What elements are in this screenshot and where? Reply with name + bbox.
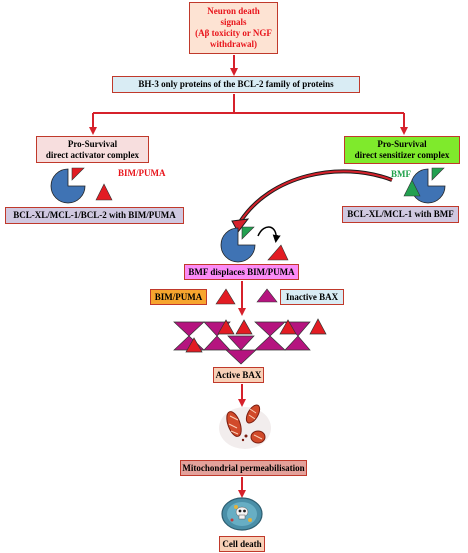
right-bound-complex-box: BCL-XL/MCL-1 with BMF	[342, 206, 459, 223]
right-pie-icon	[410, 168, 446, 204]
mito-label: Mitochondrial permeabilisation	[182, 462, 305, 473]
inactive-bax-label: Inactive BAX	[285, 291, 339, 302]
bim-puma-box-label: BIM/PUMA	[154, 291, 203, 302]
bax-magenta-bowtie-4b	[284, 335, 311, 351]
left-bound-complex-box: BCL-XL/MCL-1/BCL-2 with BIM/PUMA	[5, 207, 184, 224]
left-pie-icon	[50, 168, 86, 204]
left-bound-label: BCL-XL/MCL-1/BCL-2 with BIM/PUMA	[13, 210, 176, 220]
bax-magenta-bottom-1	[225, 349, 257, 365]
bim-puma-text: BIM/PUMA	[118, 168, 166, 178]
inactive-bax-box: Inactive BAX	[280, 289, 344, 305]
cell-death-box: Cell death	[219, 536, 265, 552]
bh3-proteins-label: BH-3 only proteins of the BCL-2 family o…	[138, 79, 334, 89]
bax-red-2	[235, 319, 253, 335]
mitochondrial-permeabilisation-box: Mitochondrial permeabilisation	[180, 460, 307, 476]
active-bax-cluster	[173, 318, 327, 365]
right-green-triangle-bound-icon	[431, 167, 445, 181]
cell-death-label: Cell death	[222, 538, 262, 549]
neuron-death-signals-box: Neuron death signals (Aβ toxicity or NGF…	[189, 2, 278, 54]
direct-activator-complex-box: Pro-Survival direct activator complex	[36, 136, 149, 163]
signal-title-line1: Neuron death	[207, 6, 260, 16]
center-green-triangle-icon	[241, 226, 255, 240]
center-pie-icon	[220, 227, 256, 263]
center-red-triangle-released-icon	[267, 244, 289, 261]
left-red-triangle-bound-icon	[71, 167, 85, 181]
right-bound-label: BCL-XL/MCL-1 with BMF	[347, 209, 454, 219]
activator-line1: Pro-Survival	[67, 138, 118, 149]
bim-puma-box: BIM/PUMA	[150, 289, 207, 305]
curved-arrow-head	[231, 218, 250, 233]
dying-cell-illustration	[221, 497, 263, 531]
bh3-proteins-box: BH-3 only proteins of the BCL-2 family o…	[112, 76, 360, 93]
active-bax-box: Active BAX	[213, 367, 264, 383]
bax-magenta-bowtie-2b	[203, 335, 231, 351]
bax-magenta-bowtie-3	[254, 321, 286, 337]
left-red-triangle-free-icon	[95, 183, 113, 201]
bax-red-1	[217, 319, 235, 335]
bim-puma-triangle-icon	[215, 288, 236, 305]
active-bax-label: Active BAX	[215, 369, 262, 380]
direct-sensitizer-complex-box: Pro-Survival direct sensitizer complex	[344, 136, 460, 164]
sensitizer-line2: direct sensitizer complex	[354, 150, 450, 160]
bax-magenta-bowtie-1	[173, 321, 205, 337]
center-black-curved-arrow	[257, 226, 281, 243]
bax-red-4	[309, 318, 327, 335]
signal-title-line2: signals	[220, 17, 247, 27]
skull-icon	[235, 506, 249, 520]
bmf-text: BMF	[391, 169, 411, 179]
bax-magenta-bottom-2	[227, 335, 255, 351]
signal-subtitle-line1: (Aβ toxicity or NGF	[195, 28, 272, 38]
bmf-displaces-label: BMF displaces BIM/PUMA	[188, 266, 295, 277]
inactive-bax-triangle-icon	[256, 288, 278, 303]
signal-subtitle-line2: withdrawal)	[210, 39, 257, 49]
bax-red-3	[279, 319, 297, 335]
bax-magenta-bowtie-3b	[254, 335, 286, 351]
activator-line2: direct activator complex	[45, 149, 140, 160]
bmf-displaces-box: BMF displaces BIM/PUMA	[184, 264, 299, 280]
curved-arrow-bmf-transfer-inner	[239, 170, 393, 223]
right-green-triangle-free-icon	[403, 179, 421, 197]
mitochondria-illustration	[219, 404, 271, 449]
bax-red-5	[185, 337, 203, 353]
sensitizer-line1: Pro-Survival	[377, 139, 427, 149]
